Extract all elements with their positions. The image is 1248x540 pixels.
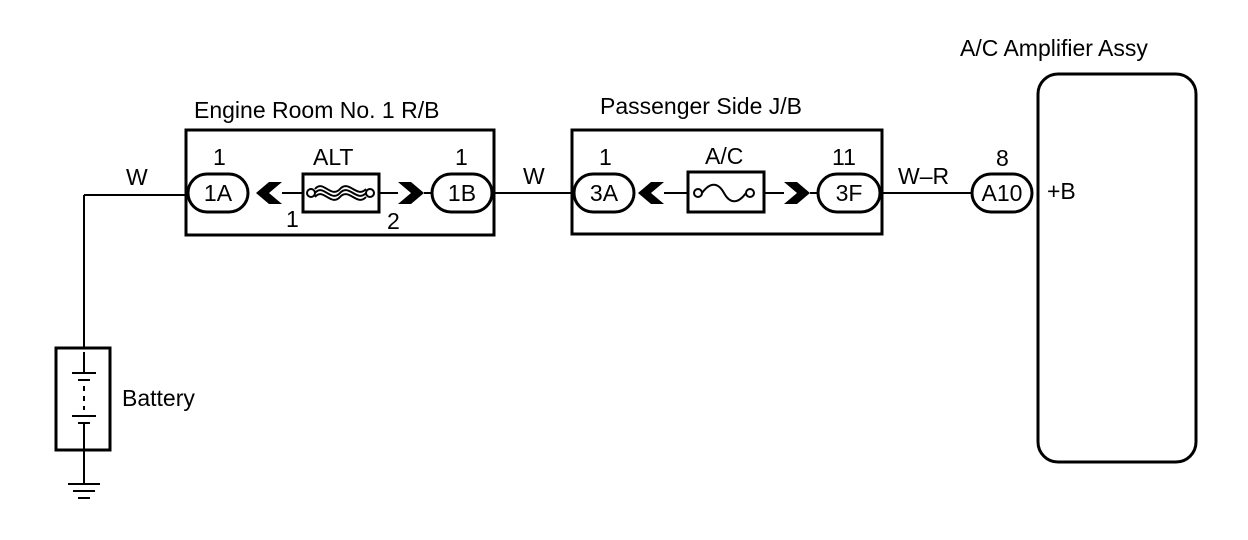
ac-fuse-terminal-right (745, 188, 755, 198)
terminal-chevron-3f (784, 182, 810, 204)
terminal-chevron-1a (256, 182, 282, 204)
alt-fuse-terminal-left (306, 188, 316, 198)
engine-room-rb-box (184, 128, 496, 237)
passenger-jb-box (570, 128, 884, 236)
connector-1b-pin: 1 (455, 144, 468, 170)
connector-3f-pin: 11 (832, 144, 856, 170)
connector-3a (572, 172, 636, 214)
connector-a10 (970, 172, 1034, 214)
wire-color-battery-rb: W (126, 164, 148, 190)
connector-3f-label: 3F (836, 180, 863, 206)
connector-1b (430, 172, 494, 214)
wire-color-jb-amp: W–R (898, 163, 949, 189)
wire-color-rb-jb: W (523, 163, 545, 189)
alt-fuse-pin-2: 2 (387, 208, 400, 234)
connector-1a-label: 1A (204, 180, 233, 206)
passenger-side-jb: Passenger Side J/B 1 3A A/C 11 3F (570, 93, 884, 236)
amplifier-title: A/C Amplifier Assy (960, 35, 1148, 61)
ac-fuse-terminal-left (693, 188, 703, 198)
connector-a10-pin: 8 (996, 145, 1009, 171)
fusible-link-icon (314, 185, 367, 201)
engine-room-rb: Engine Room No. 1 R/B 1 1A ALT 1 2 1 1B (184, 97, 496, 237)
battery-label: Battery (122, 385, 195, 411)
connector-1a (186, 172, 250, 214)
terminal-chevron-3a (638, 182, 664, 204)
alt-fuse-terminal-right (365, 188, 375, 198)
connector-1b-label: 1B (448, 180, 476, 206)
connector-3a-label: 3A (590, 180, 619, 206)
terminal-plus-b: +B (1047, 178, 1076, 204)
battery-circuit: Battery W (54, 164, 195, 499)
engine-room-rb-title: Engine Room No. 1 R/B (194, 97, 439, 123)
connector-a10-label: A10 (982, 180, 1023, 206)
alt-fuse-label: ALT (313, 144, 353, 170)
connector-3f (816, 172, 882, 214)
fuse-icon (701, 183, 747, 203)
ac-amplifier-assy: A/C Amplifier Assy 8 A10 +B (960, 35, 1198, 464)
alt-fuse-pin-1: 1 (286, 206, 299, 232)
ground-icon (68, 483, 100, 499)
amplifier-box (1036, 72, 1198, 464)
connector-1a-pin: 1 (213, 144, 226, 170)
passenger-jb-title: Passenger Side J/B (600, 93, 802, 119)
terminal-chevron-1b (398, 182, 424, 204)
ac-fuse-label: A/C (705, 143, 743, 169)
connector-3a-pin: 1 (599, 144, 612, 170)
